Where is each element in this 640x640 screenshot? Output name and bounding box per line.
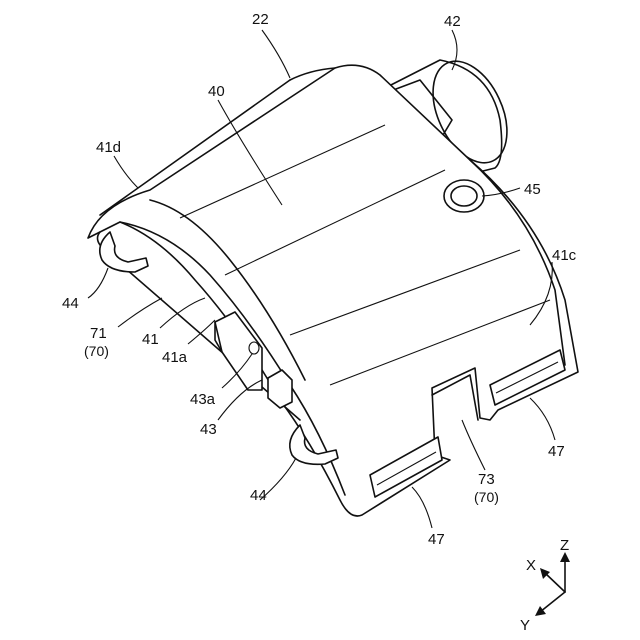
label-44-top: 44 — [62, 295, 79, 312]
label-47-right: 47 — [548, 443, 565, 460]
hole-45 — [444, 180, 484, 212]
label-73: 73 — [478, 471, 495, 488]
label-71: 71 — [90, 325, 107, 342]
axes-indicator — [535, 552, 570, 616]
label-41c: 41c — [552, 247, 577, 264]
label-41d: 41d — [96, 139, 121, 156]
label-40: 40 — [208, 83, 225, 100]
label-41a: 41a — [162, 349, 188, 366]
label-45: 45 — [524, 181, 541, 198]
label-41: 41 — [142, 331, 159, 348]
axis-label-x: X — [526, 557, 536, 574]
label-47-left: 47 — [428, 531, 445, 548]
axis-label-y: Y — [520, 617, 530, 634]
label-43: 43 — [200, 421, 217, 438]
label-22: 22 — [252, 11, 269, 28]
label-70-left: (70) — [84, 343, 109, 359]
label-42: 42 — [444, 13, 461, 30]
hook-44-top — [100, 232, 148, 272]
label-44-bottom: 44 — [250, 487, 267, 504]
label-43a: 43a — [190, 391, 216, 408]
axis-label-z: Z — [560, 537, 569, 554]
label-70-bottom: (70) — [474, 489, 499, 505]
cover-body-40 — [88, 65, 578, 516]
